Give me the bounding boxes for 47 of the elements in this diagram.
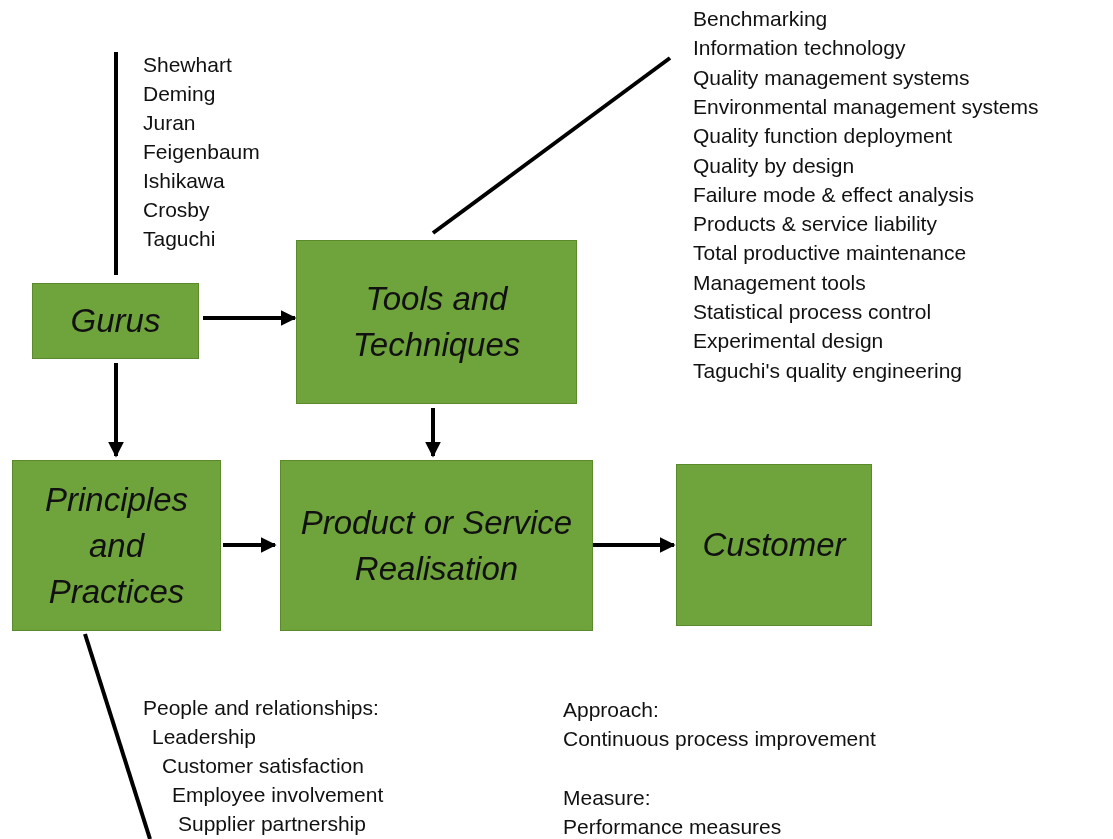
arrow	[593, 537, 676, 553]
process-box	[32, 283, 199, 359]
list-item: Employee involvement	[172, 782, 384, 808]
list-item: Juran	[143, 110, 196, 136]
box-label: Principles and Practices	[43, 479, 190, 612]
box-label: Product or Service Realisation	[300, 502, 573, 589]
list-item: Feigenbaum	[143, 139, 260, 165]
note-text: Approach:	[563, 697, 659, 723]
list-item: Quality by design	[693, 152, 855, 179]
list-item: Products & service liability	[693, 211, 937, 238]
list-item: Crosby	[143, 197, 210, 223]
process-box	[12, 460, 221, 631]
leader-line	[83, 633, 152, 839]
box-label: Tools and Techniques	[351, 279, 522, 365]
list-item: Supplier partnership	[178, 811, 366, 837]
leader-line	[431, 56, 672, 235]
list-item: Quality function deployment	[693, 123, 953, 150]
list-item: Management tools	[693, 269, 866, 296]
arrow	[425, 408, 441, 458]
note-text: Performance measures	[563, 814, 782, 839]
list-item: Taguchi's quality engineering	[693, 357, 963, 384]
list-item: Experimental design	[693, 328, 884, 355]
list-item: Leadership	[152, 724, 256, 750]
arrow	[223, 537, 277, 553]
list-item: Customer satisfaction	[162, 753, 364, 779]
arrow	[203, 310, 297, 326]
process-box	[296, 240, 577, 404]
note-text: Continuous process improvement	[563, 726, 876, 752]
list-item: Shewhart	[143, 52, 232, 78]
list-item: Taguchi	[143, 226, 216, 252]
leader-line	[114, 52, 118, 275]
arrow	[108, 363, 124, 458]
note-text: Measure:	[563, 785, 651, 811]
list-item: Total productive maintenance	[693, 240, 967, 267]
list-item: Deming	[143, 81, 216, 107]
list-item: Information technology	[693, 35, 906, 62]
list-item: Ishikawa	[143, 168, 225, 194]
box-label: Customer	[702, 525, 846, 565]
list-item: Statistical process control	[693, 299, 932, 325]
list-item: People and relationships:	[143, 695, 379, 721]
list-item: Environmental management systems	[693, 93, 1039, 120]
list-item: Failure mode & effect analysis	[693, 181, 974, 208]
process-box	[676, 464, 872, 626]
process-box	[280, 460, 593, 631]
box-label: Gurus	[70, 301, 161, 341]
list-item: Benchmarking	[693, 6, 828, 32]
list-item: Quality management systems	[693, 64, 970, 91]
